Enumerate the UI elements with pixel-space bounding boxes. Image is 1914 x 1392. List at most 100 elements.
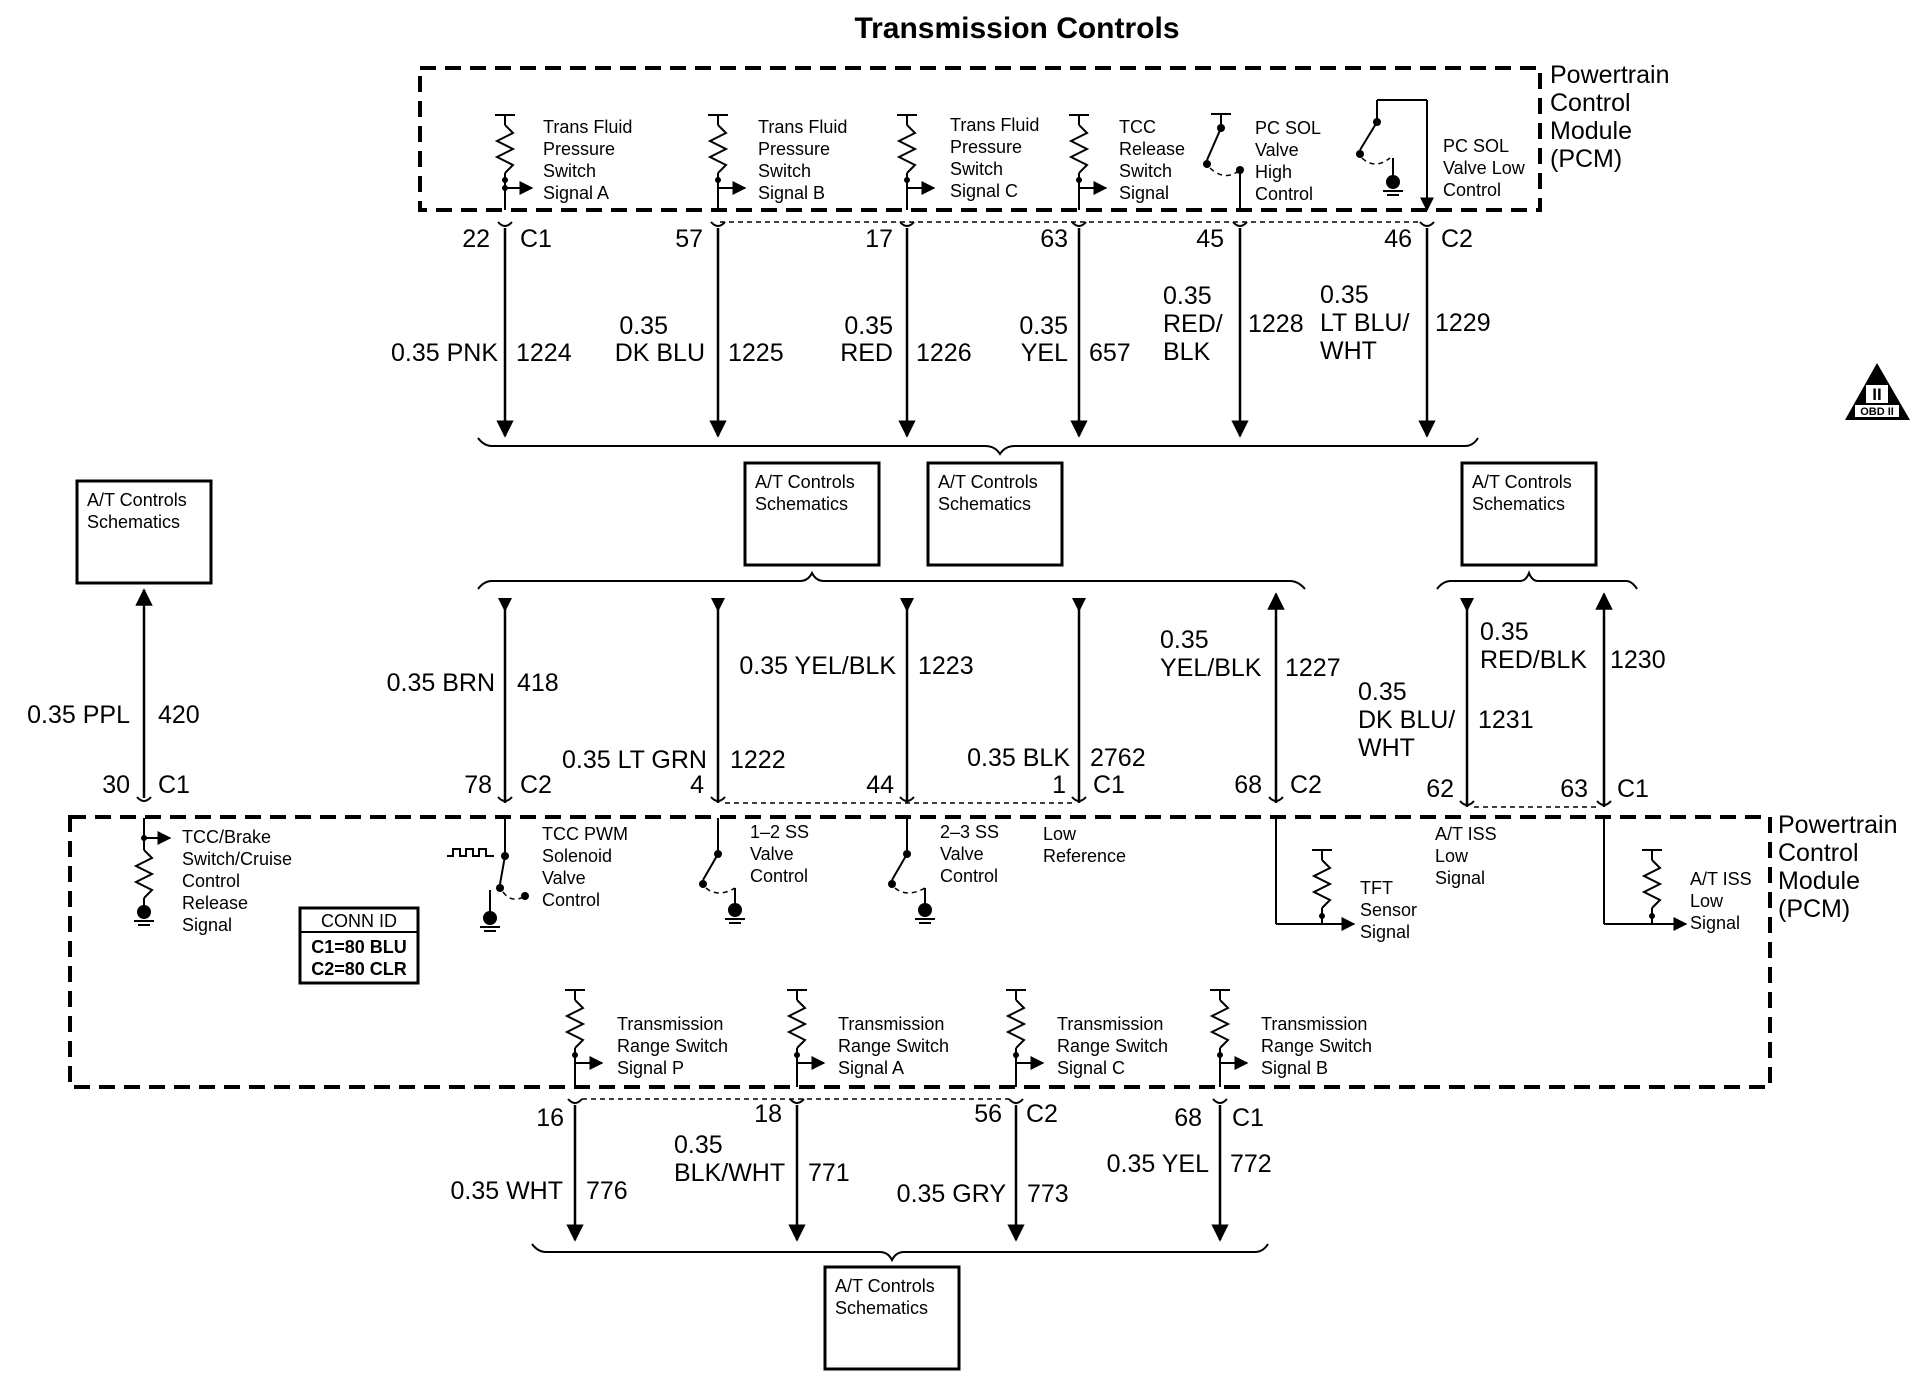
svg-text:A/T Controls: A/T Controls [835,1276,935,1296]
svg-text:Schematics: Schematics [1472,494,1565,514]
top-component-1: Trans Fluid Pressure Switch Signal A [494,114,632,210]
svg-text:Pressure: Pressure [543,139,615,159]
middle-component-8: A/T ISS Low Signal [1603,818,1752,933]
svg-text:Control: Control [542,890,600,910]
svg-text:Release: Release [182,893,248,913]
svg-text:Control: Control [1443,180,1501,200]
svg-text:Signal B: Signal B [1261,1058,1328,1078]
svg-text:Schematics: Schematics [835,1298,928,1318]
pin-78: 78 [464,771,492,799]
middle-bus-brace-right [1436,570,1638,590]
svg-text:1231: 1231 [1478,706,1534,734]
svg-text:Control: Control [1255,184,1313,204]
middle-component-3: 1–2 SS Valve Control [699,818,809,924]
schematic-box-4[interactable]: A/T Controls Schematics [1460,461,1598,567]
svg-text:Low: Low [1690,891,1724,911]
pin-56: 56 [974,1100,1002,1128]
svg-text:0.35 GRY: 0.35 GRY [897,1180,1007,1208]
svg-text:OBD II: OBD II [1860,406,1894,418]
svg-text:1229: 1229 [1435,309,1491,337]
schematic-box-1[interactable]: A/T Controls Schematics [75,479,213,585]
svg-text:1230: 1230 [1610,646,1666,674]
top-wire-1224: 22 C1 0.35 PNK 1224 [391,221,572,438]
bottom-wire-771: 18 0.35 BLK/WHT 771 [674,1098,850,1242]
svg-text:Switch: Switch [758,161,811,181]
schematic-box-2[interactable]: A/T Controls Schematics [743,461,881,567]
svg-text:Valve: Valve [940,844,984,864]
svg-text:Signal A: Signal A [543,183,609,203]
pin-57: 57 [675,225,703,253]
svg-text:2762: 2762 [1090,744,1146,772]
svg-text:CONN ID: CONN ID [321,911,397,931]
svg-text:Signal C: Signal C [950,181,1018,201]
pin-1: 1 [1052,771,1066,799]
svg-text:Signal B: Signal B [758,183,825,203]
top-pcm-label: Powertrain Control Module (PCM) [1550,61,1670,173]
top-component-2-label: Trans Fluid Pressure Switch Signal B [758,117,847,203]
top-wire-1228: 45 0.35 RED/ BLK 1228 [1163,221,1304,438]
pin-4: 4 [690,771,704,799]
bottom-component-4: Transmission Range Switch Signal B [1209,989,1372,1087]
top-component-3: Trans Fluid Pressure Switch Signal C [896,114,1039,210]
svg-text:A/T ISS: A/T ISS [1435,824,1497,844]
svg-text:0.35 YEL/BLK: 0.35 YEL/BLK [739,652,896,680]
svg-text:Control: Control [940,866,998,886]
svg-text:C1: C1 [158,771,190,799]
svg-text:Range Switch: Range Switch [838,1036,949,1056]
svg-text:Trans Fluid: Trans Fluid [950,115,1039,135]
svg-text:PC SOL: PC SOL [1443,136,1509,156]
top-wire-657: 63 0.35 YEL 657 [1019,221,1131,438]
svg-text:Reference: Reference [1043,846,1126,866]
svg-text:1225: 1225 [728,339,784,367]
pin-45: 45 [1196,225,1224,253]
svg-text:0.35 PNK: 0.35 PNK [391,339,498,367]
pin-68-c1: 68 [1174,1104,1202,1132]
svg-text:Pressure: Pressure [950,137,1022,157]
svg-text:TFT: TFT [1360,878,1393,898]
svg-text:C1=80 BLU: C1=80 BLU [311,937,407,957]
pin-18: 18 [754,1100,782,1128]
svg-text:(PCM): (PCM) [1550,145,1622,173]
svg-text:0.35: 0.35 [1480,618,1529,646]
pin-63-c1: 63 [1560,775,1588,803]
svg-text:DK BLU/: DK BLU/ [1358,706,1455,734]
svg-text:C1: C1 [1093,771,1125,799]
svg-text:Schematics: Schematics [755,494,848,514]
middle-wire-418: 78 C2 0.35 BRN 418 [387,598,559,803]
svg-text:Powertrain: Powertrain [1778,811,1898,839]
svg-text:Module: Module [1550,117,1632,145]
svg-text:A/T Controls: A/T Controls [87,490,187,510]
svg-text:Switch: Switch [1119,161,1172,181]
svg-text:Control: Control [750,866,808,886]
svg-text:0.35: 0.35 [844,312,893,340]
svg-text:Signal: Signal [182,915,232,935]
schematic-box-5[interactable]: A/T Controls Schematics [823,1265,961,1371]
svg-text:Signal C: Signal C [1057,1058,1125,1078]
svg-text:RED: RED [840,339,893,367]
middle-component-1-label: TCC/Brake Switch/Cruise Control Release … [182,827,292,935]
svg-text:YEL: YEL [1021,339,1068,367]
top-component-6-label: PC SOL Valve Low Control [1443,136,1526,200]
svg-text:A/T Controls: A/T Controls [938,472,1038,492]
svg-text:Sensor: Sensor [1360,900,1417,920]
bottom-component-2-label: Transmission Range Switch Signal A [838,1014,949,1078]
svg-text:II: II [1872,385,1881,404]
svg-text:Transmission: Transmission [1057,1014,1163,1034]
middle-component-4: 2–3 SS Valve Control [888,818,999,924]
svg-text:Switch/Cruise: Switch/Cruise [182,849,292,869]
top-wire-1229: 46 C2 0.35 LT BLU/ WHT 1229 [1320,221,1491,438]
svg-text:1–2 SS: 1–2 SS [750,822,809,842]
middle-component-3-label: 1–2 SS Valve Control [750,822,809,886]
svg-text:1223: 1223 [918,652,974,680]
svg-text:Transmission: Transmission [1261,1014,1367,1034]
schematic-box-3[interactable]: A/T Controls Schematics [926,461,1064,567]
svg-text:C1: C1 [1232,1104,1264,1132]
middle-component-5: Low Reference [1043,824,1126,866]
top-component-1-label: Trans Fluid Pressure Switch Signal A [543,117,632,203]
svg-text:Control: Control [182,871,240,891]
conn-id-box: CONN ID C1=80 BLU C2=80 CLR [298,906,420,985]
svg-text:Control: Control [1550,89,1631,117]
svg-text:Valve: Valve [1255,140,1299,160]
svg-text:Range Switch: Range Switch [1261,1036,1372,1056]
